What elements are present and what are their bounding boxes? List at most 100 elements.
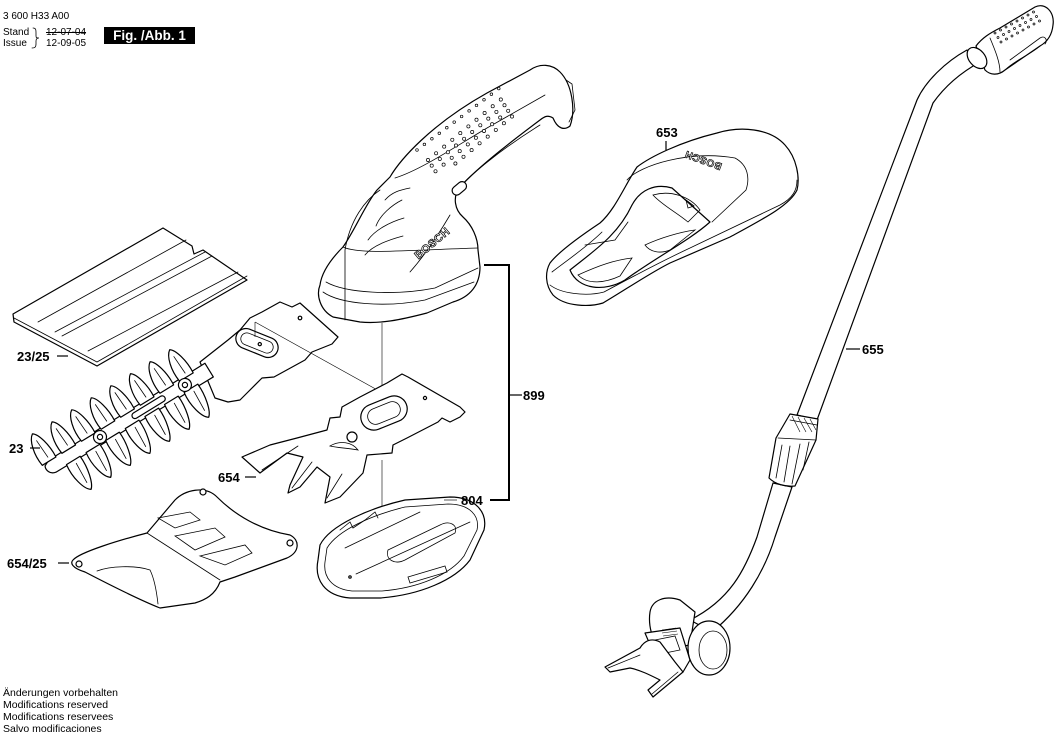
callout-655: 655 bbox=[862, 342, 884, 357]
grip-dot bbox=[415, 148, 419, 152]
callout-804: 804 bbox=[461, 493, 483, 508]
grip-dot bbox=[510, 114, 514, 119]
grip-dot bbox=[1032, 10, 1035, 14]
grip-dot bbox=[437, 156, 442, 161]
blade-slot bbox=[131, 395, 166, 420]
storage-case-part: BOSCH bbox=[546, 128, 799, 306]
grip-dot bbox=[1007, 30, 1011, 33]
grip-dot bbox=[445, 126, 449, 130]
blade-tooth bbox=[144, 407, 171, 442]
grip-dot bbox=[422, 142, 427, 147]
grip-dot bbox=[453, 161, 458, 166]
grass-blade-cover-part bbox=[71, 488, 298, 609]
grip-dot bbox=[1038, 19, 1041, 23]
grip-dot bbox=[459, 114, 464, 119]
grip-dot bbox=[467, 109, 471, 113]
grip-dot bbox=[497, 86, 501, 91]
stand-label: Stand bbox=[3, 27, 30, 38]
grip-dot bbox=[494, 109, 499, 114]
grip-dot bbox=[993, 31, 997, 35]
blade-tooth bbox=[85, 443, 112, 478]
grip-dot bbox=[477, 141, 482, 146]
grip-dot bbox=[465, 142, 470, 147]
grip-dot bbox=[452, 120, 456, 124]
handle-pole-upper bbox=[796, 49, 981, 421]
wheel-assembly bbox=[604, 597, 731, 698]
base-plate-part bbox=[316, 496, 486, 599]
grip-dots bbox=[993, 10, 1041, 44]
footer-line: Änderungen vorbehalten bbox=[3, 687, 119, 699]
grip-dot bbox=[1027, 25, 1030, 29]
footer-line: Modifications reserved bbox=[3, 699, 109, 711]
callout-654: 654 bbox=[218, 470, 240, 485]
issue-label: Issue bbox=[3, 38, 27, 49]
grip-dot bbox=[1013, 27, 1016, 30]
assembly-bracket-899 bbox=[484, 264, 510, 501]
grip-dot bbox=[433, 169, 438, 174]
hedge-blade-part bbox=[30, 301, 339, 490]
footer-line: Modifications reservees bbox=[3, 711, 114, 723]
callout-23: 23 bbox=[9, 441, 24, 456]
handle-collar bbox=[966, 46, 988, 70]
grip-dot bbox=[458, 131, 463, 136]
grip-dot bbox=[490, 104, 495, 109]
grip-dot bbox=[1026, 13, 1030, 17]
grip-dot bbox=[482, 111, 487, 115]
callout-653: 653 bbox=[656, 125, 678, 140]
grip-dot bbox=[999, 40, 1003, 44]
figure-label: Fig. /Abb. 1 bbox=[104, 27, 195, 44]
footer-line: Salvo modificaciones bbox=[3, 723, 102, 735]
blade-tooth bbox=[163, 395, 191, 430]
shrub-shear-body-part: BOSCH bbox=[317, 64, 576, 324]
wheel bbox=[687, 620, 731, 676]
grip-dot bbox=[486, 116, 491, 121]
grip-dot bbox=[454, 143, 458, 148]
grip-dot bbox=[1002, 33, 1005, 36]
blade-tooth bbox=[105, 431, 132, 466]
handle-grip bbox=[975, 5, 1054, 75]
grip-dot bbox=[485, 134, 490, 139]
blade-tooth bbox=[30, 433, 57, 466]
grip-dot bbox=[462, 136, 467, 141]
grip-dots bbox=[415, 86, 514, 174]
blade-tooth bbox=[183, 383, 210, 418]
grip-dot bbox=[1021, 16, 1024, 20]
stand-date: 12-07-04 bbox=[46, 27, 87, 38]
grip-dot bbox=[434, 151, 439, 156]
grip-dot bbox=[473, 135, 478, 140]
brace-symbol bbox=[31, 27, 40, 49]
blade-tooth bbox=[124, 419, 151, 454]
blade-spine bbox=[44, 362, 214, 474]
grip-dot bbox=[429, 163, 434, 168]
grip-dot bbox=[478, 123, 483, 128]
handle-pole-lower bbox=[689, 482, 793, 633]
callout-899: 899 bbox=[523, 388, 545, 403]
grip-dot bbox=[1032, 22, 1036, 26]
grip-dot bbox=[474, 117, 479, 122]
grip-dot bbox=[1021, 28, 1025, 32]
grip-dot bbox=[1029, 18, 1033, 21]
grip-dot bbox=[498, 115, 503, 120]
grip-dot bbox=[1004, 25, 1008, 29]
grip-dot bbox=[996, 36, 1000, 39]
grip-dot bbox=[470, 130, 475, 134]
grip-dot bbox=[461, 154, 466, 159]
grip-dot bbox=[457, 149, 462, 154]
grip-dot bbox=[430, 137, 434, 141]
callout-654-25: 654/25 bbox=[7, 556, 47, 571]
grip-dot bbox=[1005, 37, 1008, 41]
grip-dot bbox=[1010, 22, 1013, 26]
blade-cover-part bbox=[12, 227, 248, 367]
grip-dot bbox=[469, 148, 474, 153]
grip-dot bbox=[466, 124, 471, 129]
grip-dot bbox=[1035, 15, 1038, 18]
grip-dot bbox=[426, 158, 430, 162]
blade-tooth bbox=[65, 455, 93, 490]
grip-dot bbox=[501, 121, 506, 126]
grip-dot bbox=[441, 162, 446, 167]
grip-dot bbox=[1024, 21, 1027, 24]
grip-dot bbox=[474, 103, 479, 108]
callout-23-25: 23/25 bbox=[17, 349, 50, 364]
grip-dot bbox=[506, 108, 511, 113]
